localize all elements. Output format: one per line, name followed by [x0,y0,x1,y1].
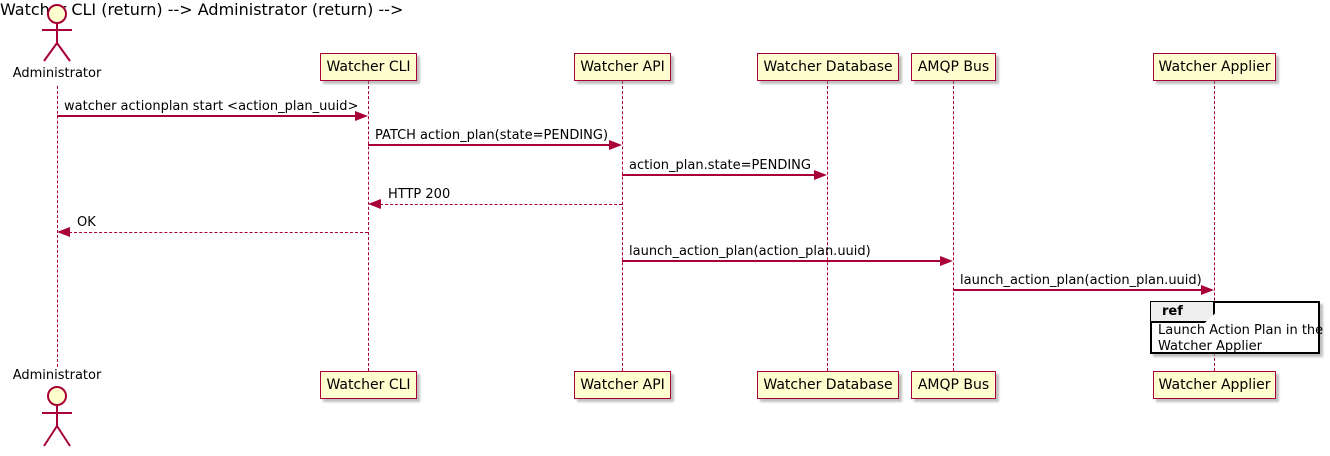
arrow-left-icon [57,227,70,237]
participant-watcher-applier-bottom: Watcher Applier [1153,371,1276,399]
lifeline-administrator [57,86,58,367]
ref-header-shape [1151,302,1215,323]
message-7-label: launch_action_plan(action_plan.uuid) [960,273,1202,288]
arrow-right-icon [355,111,368,121]
message-2-label: PATCH action_plan(state=PENDING) [375,128,609,143]
ref-keyword: ref [1162,304,1183,319]
participant-watcher-database-top: Watcher Database [757,53,899,81]
participant-amqp-bus-bottom: AMQP Bus [911,371,996,399]
participant-watcher-applier-top: Watcher Applier [1153,53,1276,81]
participant-amqp-bus-top: AMQP Bus [911,53,996,81]
participant-watcher-cli-top: Watcher CLI [320,53,417,81]
message-5-line [69,232,368,233]
participant-label: Watcher CLI [326,59,411,75]
participant-watcher-database-bottom: Watcher Database [757,371,899,399]
message-2-line [368,144,611,146]
ref-text-line-2: Watcher Applier [1158,339,1262,354]
participant-label: Watcher Applier [1158,377,1271,393]
participant-label: Watcher API [580,59,665,75]
participant-watcher-api-bottom: Watcher API [574,371,671,399]
participant-label: Watcher Applier [1158,59,1271,75]
actor-label-bottom: Administrator [12,368,102,383]
participant-label: AMQP Bus [917,377,990,393]
actor-label-top: Administrator [12,66,102,81]
arrow-right-icon [1201,285,1214,295]
arrow-left-icon [368,199,381,209]
lifeline-watcher-database [827,81,828,371]
participant-label: AMQP Bus [917,59,990,75]
message-4-label: HTTP 200 [388,187,451,202]
participant-watcher-api-top: Watcher API [574,53,671,81]
message-6-label: launch_action_plan(action_plan.uuid) [629,244,871,259]
ref-text-line-1: Launch Action Plan in the [1158,323,1324,338]
message-3-line [622,174,816,176]
lifeline-watcher-applier [1214,81,1215,371]
actor-icon [39,384,76,456]
message-7-line [953,289,1203,291]
message-6-line [622,260,942,262]
arrow-right-icon [609,140,622,150]
lifeline-watcher-cli [368,81,369,371]
message-1-line [57,115,357,117]
message-4-line [380,204,622,205]
participant-label: Watcher API [580,377,665,393]
participant-label: Watcher CLI [326,377,411,393]
actor-icon [39,3,76,69]
participant-watcher-cli-bottom: Watcher CLI [320,371,417,399]
message-3-label: action_plan.state=PENDING [629,158,811,173]
participant-label: Watcher Database [763,59,893,75]
lifeline-amqp-bus [953,81,954,371]
arrow-right-icon [940,256,953,266]
message-1-label: watcher actionplan start <action_plan_uu… [64,99,359,114]
message-5-label: OK [77,215,96,230]
participant-label: Watcher Database [763,377,893,393]
ref-fragment: ref Launch Action Plan in the Watcher Ap… [1150,301,1324,354]
lifeline-watcher-api [622,81,623,371]
arrow-right-icon [814,170,827,180]
